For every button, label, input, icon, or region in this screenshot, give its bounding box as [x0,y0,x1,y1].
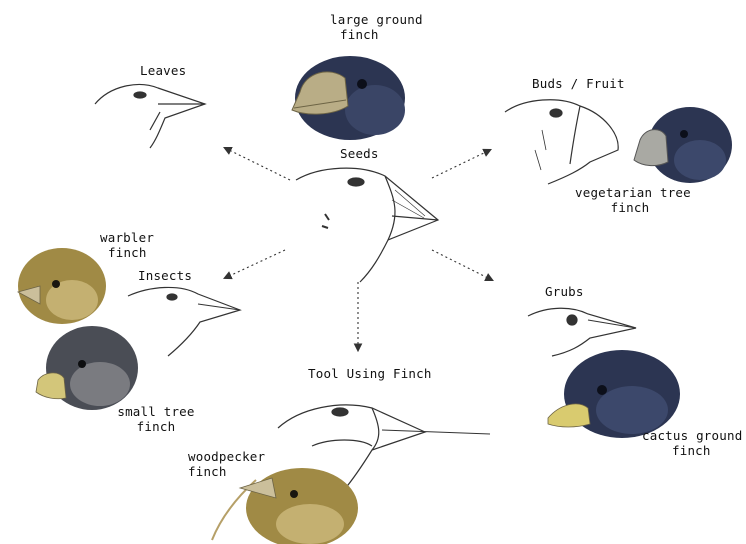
grubs-label: Grubs [545,284,584,299]
leaves-beak-sketch [95,85,205,148]
large-ground-finch-label-line1: large ground [330,12,423,27]
warbler-finch-label-line2: finch [100,245,154,260]
large-ground-finch-head [292,56,405,140]
vegetarian-tree-finch-label-line2: finch [575,200,685,215]
leaves-label: Leaves [140,63,186,78]
large-ground-finch-label: large ground finch [330,12,423,42]
buds-fruit-beak-sketch [505,100,618,184]
cactus-ground-finch-label-line1: cactus ground [642,428,742,443]
grubs-beak-sketch [528,308,636,356]
vegetarian-tree-finch-label: vegetarian tree finch [575,185,685,215]
small-tree-finch-label: small tree finch [110,404,202,434]
warbler-finch-label: warbler finch [100,230,154,260]
woodpecker-finch-head [212,468,358,544]
small-tree-finch-label-line2: finch [110,419,202,434]
tool-finch-label: Tool Using Finch [308,366,432,381]
arrow-to-leaves [225,148,290,180]
large-ground-finch-label-line2: finch [330,27,423,42]
woodpecker-finch-label: woodpecker finch [188,449,265,479]
warbler-finch-head [18,248,106,324]
insects-label: Insects [138,268,192,283]
warbler-finch-label-line1: warbler [100,230,154,245]
woodpecker-finch-label-line1: woodpecker [188,449,265,464]
arrow-to-insects [225,250,285,278]
insects-beak-sketch [128,287,240,356]
small-tree-finch-head [36,326,138,410]
cactus-ground-finch-label: cactus ground finch [642,428,742,458]
vegetarian-tree-finch-head [634,107,732,183]
arrow-to-grubs [432,250,492,280]
vegetarian-tree-finch-label-line1: vegetarian tree [575,185,685,200]
small-tree-finch-label-line1: small tree [110,404,202,419]
cactus-ground-finch-head [548,350,680,438]
woodpecker-finch-label-line2: finch [188,464,265,479]
seeds-label: Seeds [340,146,379,161]
arrow-to-buds-fruit [432,150,490,178]
seeds-beak-sketch [296,168,438,282]
buds-fruit-label: Buds / Fruit [532,76,625,91]
cactus-ground-finch-label-line2: finch [642,443,742,458]
